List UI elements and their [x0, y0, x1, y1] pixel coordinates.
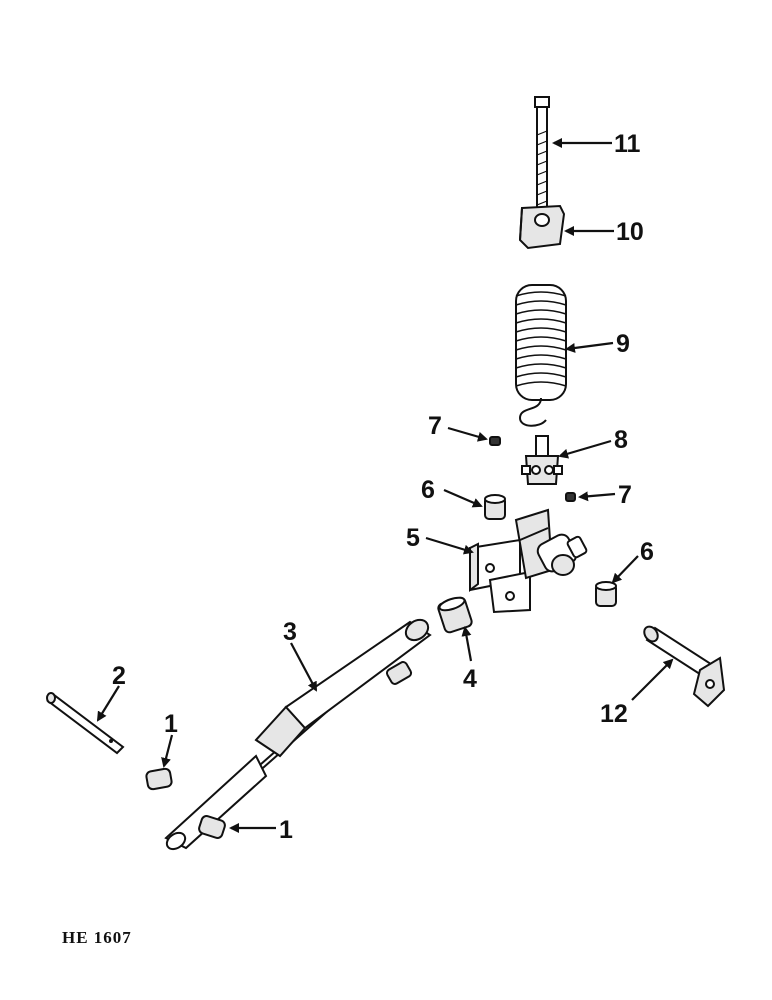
- callout-1a: 1: [164, 710, 178, 738]
- part-12-pivot-pin: [643, 625, 726, 708]
- part-2-pin: [46, 692, 125, 755]
- callout-3: 3: [283, 618, 297, 646]
- callout-11: 11: [614, 130, 641, 158]
- part-10-block: [518, 204, 566, 250]
- part-11-bolt: [534, 96, 550, 216]
- callout-4: 4: [463, 665, 477, 693]
- part-4-bushing: [437, 596, 473, 634]
- callout-8: 8: [614, 426, 628, 454]
- callout-2: 2: [112, 662, 126, 690]
- part-5-bracket: [469, 508, 588, 614]
- callout-6a: 6: [421, 476, 435, 504]
- leader-lines: [96, 138, 674, 833]
- part-7-pin-lower: [565, 492, 576, 502]
- callout-labels: 1 1 2 3 4 5 6 6 7 7 8 9 10 11 12: [112, 130, 654, 844]
- part-7-pin-upper: [489, 436, 501, 446]
- callout-12: 12: [600, 700, 628, 728]
- part-9-spring: [515, 284, 567, 427]
- callout-10: 10: [616, 218, 644, 246]
- figure-code: HE 1607: [62, 928, 132, 947]
- callout-1b: 1: [279, 816, 293, 844]
- callout-6b: 6: [640, 538, 654, 566]
- part-3-shaft: [164, 618, 432, 851]
- part-6-bushing-upper: [484, 494, 506, 520]
- callout-7b: 7: [618, 481, 632, 509]
- part-6-bushing-right: [595, 581, 617, 607]
- callout-7a: 7: [428, 412, 442, 440]
- part-8-clevis: [521, 435, 563, 485]
- callout-5: 5: [406, 524, 420, 552]
- part-1-bushing-upper: [145, 767, 173, 791]
- callout-9: 9: [616, 330, 630, 358]
- part-1-bushing-lower: [198, 815, 226, 839]
